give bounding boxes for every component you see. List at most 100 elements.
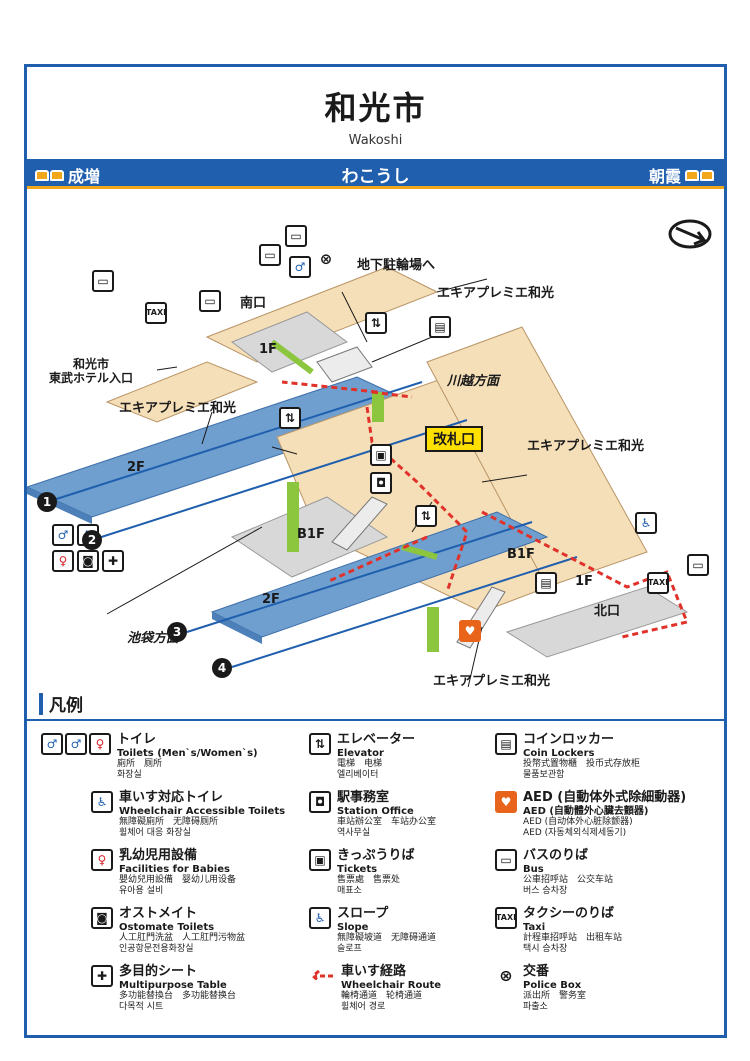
compass-icon [668, 219, 712, 249]
floor-label-2f-upper: 2F [127, 460, 145, 475]
legend-chinese: 廁所 厕所 [117, 759, 163, 770]
men-toilet-icon: ♂ [65, 733, 87, 755]
ekipre-label-2: エキアプレミエ和光 [119, 401, 237, 416]
ekipre-label-3: エキアプレミエ和光 [527, 439, 645, 454]
track-number-4: 4 [212, 658, 232, 678]
right-destination: 朝霞 [648, 167, 681, 186]
women-toilet-icon: ♀ [89, 733, 111, 755]
elevator-icon: ⇅ [279, 407, 301, 429]
legend-icons: ◙ [91, 907, 113, 929]
multipurpose-table-icon: ✚ [102, 550, 124, 572]
legend-title: AED (自動体外式除細動器) [523, 790, 687, 805]
legend-chinese: 電梯 电梯 [337, 759, 383, 770]
legend-korean: AED (자동체외식제세동기) [523, 827, 627, 838]
track-line-1 [46, 381, 423, 503]
legend-chinese: 投幣式置物櫃 投币式存放柜 [523, 759, 641, 770]
legend-korean: 휠체어 대응 화장실 [119, 827, 191, 838]
toilet-icon: ♂ [52, 524, 74, 546]
legend-chinese: 無障礙坡道 无障碍通道 [337, 933, 437, 944]
legend-korean: 파출소 [523, 1001, 548, 1012]
station-name-kana: わこうし [341, 167, 410, 187]
direction-right: 朝霞 [649, 163, 714, 187]
legend-english: Tickets [337, 863, 378, 875]
baby-facility-icon: ♀ [91, 849, 113, 871]
legend-icons: ⊗ [495, 965, 517, 987]
legend-english: Slope [337, 921, 369, 933]
legend-icons: TAXI [495, 907, 517, 929]
legend-icons: ♥ [495, 791, 517, 813]
legend-title: タクシーのりば [523, 906, 615, 921]
ostomate-icon: ◙ [77, 550, 99, 572]
legend-english: AED (自動體外心臟去顫器) [523, 805, 649, 817]
taxi-icon: TAXI [145, 302, 167, 324]
legend-text: 多目的シート Multipurpose Table 多功能替換台 多功能替换台 … [119, 964, 236, 1012]
slope-icon: ♿ [309, 907, 331, 929]
legend-english: Wheelchair Route [341, 979, 442, 991]
north-concourse [426, 326, 648, 588]
legend-divider [27, 719, 724, 721]
legend-title: 車いす対応トイレ [119, 790, 224, 805]
leader-line [371, 336, 433, 363]
bus-icon: ▭ [495, 849, 517, 871]
legend-item-elevator: ⇅ エレベーター Elevator 電梯 电梯 엘리베이터 [309, 732, 415, 780]
track-number-2: 2 [82, 530, 102, 550]
legend-heading-text: 凡例 [49, 696, 83, 716]
legend-korean: 화장실 [117, 769, 142, 780]
legend-english: Wheelchair Accessible Toilets [119, 805, 286, 817]
legend-text: タクシーのりば Taxi 計程車招呼站 出租车站 택시 승차장 [523, 906, 622, 954]
toilet-icon: ♂ [289, 256, 311, 278]
legend-title: 多目的シート [119, 964, 198, 979]
floor-label-1f-north: 1F [575, 574, 593, 589]
legend-text: コインロッカー Coin Lockers 投幣式置物櫃 投币式存放柜 물품보관함 [523, 732, 641, 780]
legend-text: きっぷうりば Tickets 售票處 售票处 매표소 [337, 848, 415, 896]
ticket-machine-icon: ▣ [309, 849, 331, 871]
legend-korean: 유아용 설비 [119, 885, 164, 896]
legend-title: トイレ [117, 732, 157, 747]
slope-2 [401, 544, 438, 560]
elevator-icon: ⇅ [309, 733, 331, 755]
legend-item-wheelchair-route: 車いす経路 Wheelchair Route 輪椅通道 轮椅通道 휠체어 경로 [309, 964, 442, 1012]
legend-item-tickets: ▣ きっぷうりば Tickets 售票處 售票处 매표소 [309, 848, 415, 896]
legend-english: Multipurpose Table [119, 979, 227, 991]
legend-text: AED (自動体外式除細動器) AED (自動體外心臟去顫器) AED (自动体… [523, 790, 687, 838]
bus-icon: ▭ [92, 270, 114, 292]
legend-korean: 슬로프 [337, 943, 362, 954]
legend-korean: 택시 승차장 [523, 943, 568, 954]
line-direction-bar: 成増 わこうし 朝霞 [27, 159, 724, 189]
legend-icons [309, 965, 335, 987]
elevator-shaft-1 [287, 482, 299, 552]
ticket-machine-icon: ▣ [370, 444, 392, 466]
legend-english: Taxi [523, 921, 546, 933]
ikebukuro-direction-label: 池袋方面 [127, 631, 180, 646]
legend-item-aed: ♥ AED (自動体外式除細動器) AED (自動體外心臟去顫器) AED (自… [495, 790, 687, 838]
bus-icon: ▭ [285, 225, 307, 247]
leader-line [341, 291, 368, 343]
floor-label-b1f-north: B1F [507, 547, 535, 562]
legend-title: 駅事務室 [337, 790, 390, 805]
legend-english: Toilets (Men`s/Women`s) [117, 747, 258, 759]
legend-icons: ✚ [91, 965, 113, 987]
wheelchair-route-south [371, 390, 413, 399]
stairs-1 [316, 346, 373, 383]
ekipre-label-1: エキアプレミエ和光 [437, 286, 555, 301]
leader-line [201, 411, 213, 445]
legend-chinese: 嬰幼兒用設備 婴幼儿用设备 [119, 875, 237, 886]
legend-chinese: 派出所 警务室 [523, 991, 587, 1002]
legend-text: オストメイト Ostomate Toilets 人工肛門洗盆 人工肛門污物盆 인… [119, 906, 245, 954]
track-number-3: 3 [167, 622, 187, 642]
legend-chinese: 無障礙廁所 无障碍厕所 [119, 817, 219, 828]
elevator-shaft-3 [372, 392, 384, 422]
station-title-area: 和光市 Wakoshi [27, 67, 724, 151]
leader-line [271, 446, 298, 455]
legend-english: Ostomate Toilets [119, 921, 215, 933]
baby-facility-icon: ♀ [52, 550, 74, 572]
police-box-icon: ⊗ [319, 250, 333, 268]
legend-title: きっぷうりば [337, 848, 415, 863]
direction-left: 成増 [35, 163, 100, 187]
wheelchair-route [281, 380, 690, 639]
legend-icons: ▭ [495, 849, 517, 871]
legend-title: スロープ [337, 906, 389, 921]
legend-korean: 역사무실 [337, 827, 371, 838]
legend-item-police-box: ⊗ 交番 Police Box 派出所 警务室 파출소 [495, 964, 587, 1012]
elevator-shaft-2 [427, 607, 439, 652]
